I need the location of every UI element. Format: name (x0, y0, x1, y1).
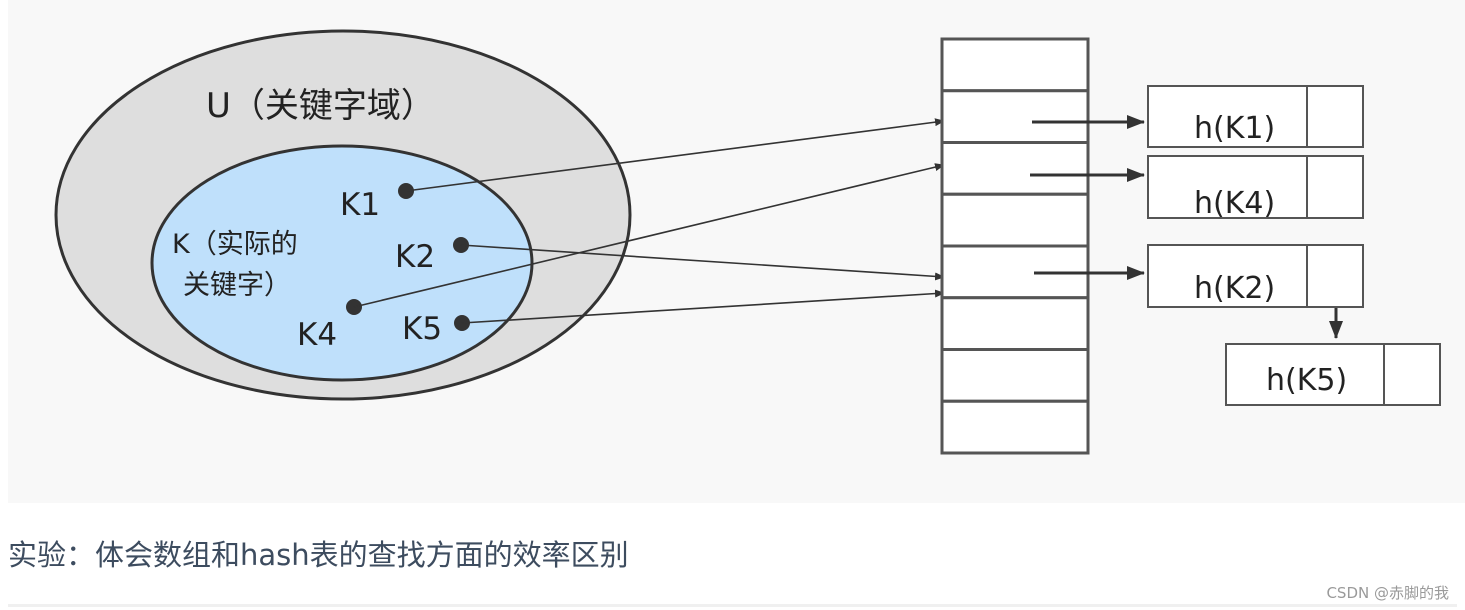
divider (8, 604, 1457, 607)
hash-table-slot (940, 296, 1090, 351)
key-label-k4: K4 (297, 317, 337, 353)
hash-table-slot (940, 399, 1090, 455)
bucket-label-k1: h(K1) (1194, 111, 1275, 146)
hash-table-diagram: U（关键字域） K（实际的 关键字） K1 K2 K4 K5 h(K1) h(K… (54, 29, 1441, 455)
key-label-k2: K2 (395, 239, 435, 275)
hash-table-slot (940, 192, 1090, 248)
bucket-node-k5: h(K5) (1225, 343, 1441, 406)
bucket-label-k5: h(K5) (1266, 363, 1347, 398)
csdn-watermark: CSDN @赤脚的我 (1326, 584, 1449, 602)
experiment-caption: 实验：体会数组和hash表的查找方面的效率区别 (8, 538, 629, 572)
arrow-k4-to-slot (353, 163, 945, 308)
key-label-k1: K1 (340, 187, 380, 223)
hash-table-slot (940, 37, 1090, 93)
bucket-node-k4: h(K4) (1147, 155, 1364, 221)
bucket-node-k2: h(K2) (1147, 244, 1364, 308)
key-label-k5: K5 (402, 311, 442, 347)
hash-table-slot (940, 141, 1090, 196)
hash-table (940, 37, 1090, 455)
arrow-k2-to-slot (460, 244, 945, 281)
universe-label: U（关键字域） (206, 86, 435, 126)
bucket-label-k2: h(K2) (1194, 271, 1275, 306)
actual-keys-label-line2: 关键字） (183, 270, 291, 301)
actual-keys-ellipse (150, 144, 534, 382)
arrow-k5-to-slot (461, 289, 945, 324)
actual-keys-label-line1: K（实际的 (172, 229, 298, 260)
hash-table-slot (940, 89, 1090, 144)
bucket-node-k1: h(K1) (1147, 85, 1364, 148)
bucket-label-k4: h(K4) (1194, 186, 1275, 221)
arrow-k1-to-slot (405, 118, 945, 192)
hash-table-slot (940, 348, 1090, 403)
